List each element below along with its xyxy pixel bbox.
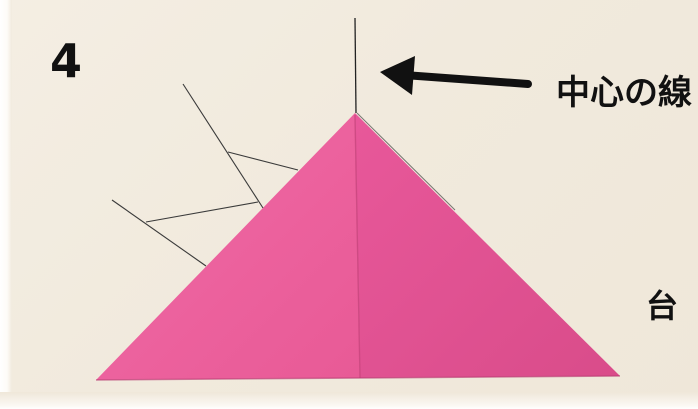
left-arrow-icon xyxy=(380,56,528,95)
center-line-label: 中心の線 xyxy=(556,76,692,110)
paper-right-half xyxy=(355,113,620,378)
step-number: 4 xyxy=(50,38,82,84)
center-guide-line xyxy=(355,18,356,113)
base-label: 台 xyxy=(646,290,678,322)
